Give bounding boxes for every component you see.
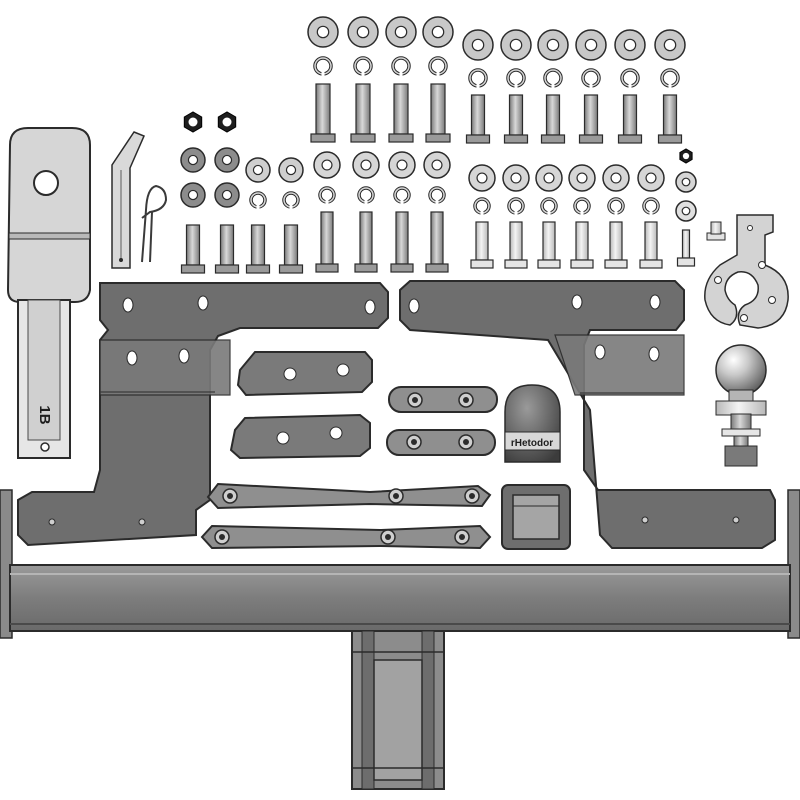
tow-ball-cap: rHetodor — [504, 384, 561, 463]
fastener-hardware — [180, 16, 697, 274]
bolt — [622, 94, 638, 136]
bolt — [509, 221, 523, 261]
nut-strip-long-lower — [200, 524, 492, 550]
receiver-tube — [351, 630, 445, 790]
bolt — [320, 211, 334, 265]
ball-cap-text: rHetodor — [511, 438, 553, 449]
bolt — [583, 94, 599, 136]
bolt — [359, 211, 373, 265]
removable-hitch-rail: 1B — [6, 127, 91, 459]
small-screw — [706, 221, 726, 241]
bolt — [395, 211, 409, 265]
bolt — [185, 224, 201, 266]
bolt — [662, 94, 678, 136]
bolt — [545, 94, 561, 136]
right-side-bracket — [399, 280, 776, 549]
r-clip — [141, 184, 168, 263]
bolt — [283, 224, 299, 266]
bolt — [609, 221, 623, 261]
spacer-plate-lower — [229, 413, 371, 460]
bolt — [315, 83, 331, 135]
bolt — [430, 211, 444, 265]
bolt — [644, 221, 658, 261]
bolt — [355, 83, 371, 135]
bolt — [250, 224, 266, 266]
spacer-plate-upper — [236, 351, 373, 397]
left-side-bracket — [17, 282, 389, 547]
hitch-pin — [111, 131, 145, 269]
square-insert — [501, 484, 571, 550]
nut-strip-short-upper — [388, 386, 498, 413]
socket-mounting-plate — [704, 214, 789, 329]
bolt — [475, 221, 489, 261]
tow-ball — [715, 344, 767, 467]
nut-strip-short-lower — [386, 429, 496, 456]
cross-beam — [0, 489, 800, 639]
nut-strip-long-upper — [206, 482, 492, 510]
bolt — [470, 94, 486, 136]
bolt — [575, 221, 589, 261]
bolt — [219, 224, 235, 266]
bolt — [681, 229, 691, 259]
bolt — [542, 221, 556, 261]
bolt — [393, 83, 409, 135]
rail-marking-text: 1B — [36, 405, 53, 424]
bolt — [430, 83, 446, 135]
bolt — [508, 94, 524, 136]
